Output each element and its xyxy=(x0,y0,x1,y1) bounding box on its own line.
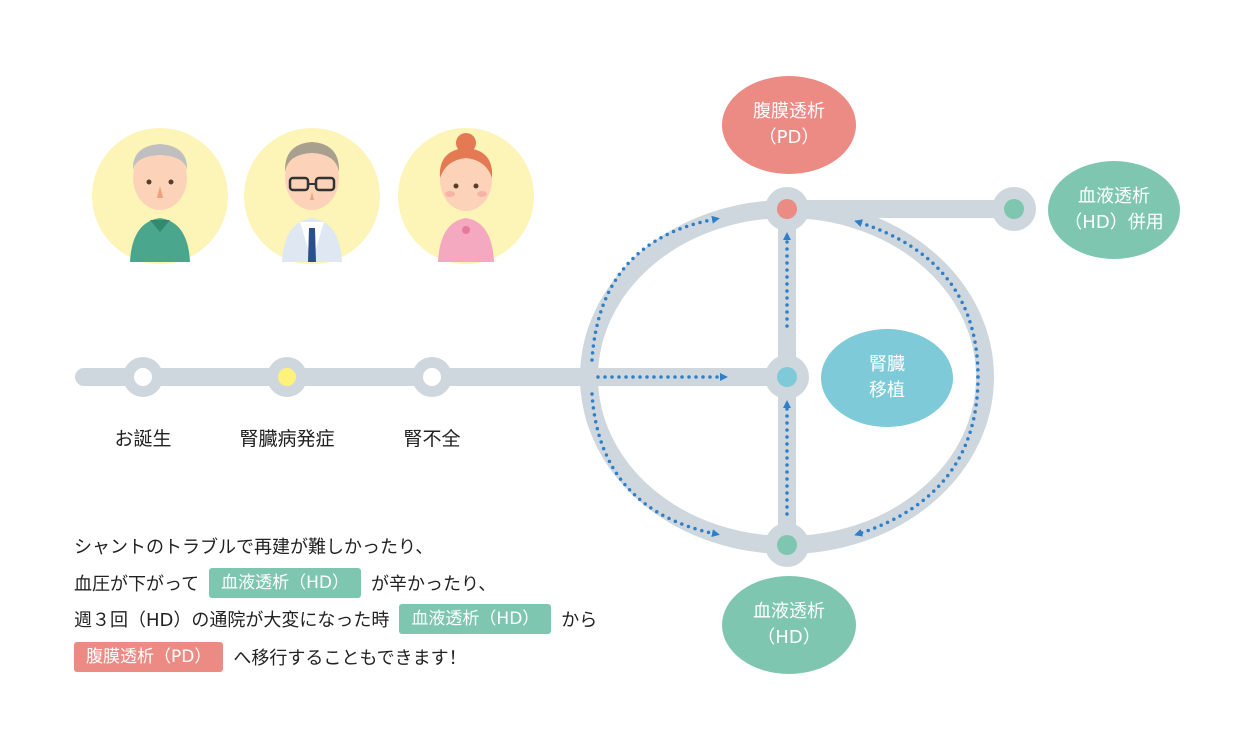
stage-label-birth: お誕生 xyxy=(114,428,172,450)
hd-combined-line2: （HD）併用 xyxy=(1064,212,1164,233)
pd-line2: （PD） xyxy=(758,127,820,148)
stage-label-renal-failure: 腎不全 xyxy=(403,428,461,450)
dotted-arrows xyxy=(590,215,980,538)
transplant-bubble: 腎臓 移植 xyxy=(821,329,953,427)
hd-line2: （HD） xyxy=(757,627,821,648)
text-line-1: シャントのトラブルで再建が難しかったり、 xyxy=(74,533,433,559)
arrow-combined-from-hd xyxy=(854,219,980,379)
arrow-up-to-pd xyxy=(590,215,720,362)
transplant-line1: 腎臓 xyxy=(869,354,905,375)
doctor-with-glasses-avatar xyxy=(244,128,380,264)
arrow-hd-to-combined xyxy=(854,375,980,537)
text-line-1-content: シャントのトラブルで再建が難しかったり、 xyxy=(74,537,434,558)
stage-dots xyxy=(123,357,452,397)
text-line-4: 腹膜透析（PD） へ移行することもできます！ xyxy=(74,642,467,672)
text-line-3-b: から xyxy=(561,610,598,631)
transplant-line2: 移植 xyxy=(869,380,905,401)
text-line-4-b: へ移行することもできます！ xyxy=(233,648,467,669)
pd-line1: 腹膜透析 xyxy=(753,101,825,122)
pd-tag: 腹膜透析（PD） xyxy=(74,642,224,672)
hd-bubble: 血液透析 （HD） xyxy=(722,576,856,674)
junction-dots xyxy=(765,187,1036,567)
hd-line1: 血液透析 xyxy=(753,601,825,622)
text-line-2-a: 血圧が下がって xyxy=(74,574,200,595)
text-line-3: 週３回（HD）の通院が大変になった時 血液透析（HD） から xyxy=(74,604,597,634)
text-line-2-b: が辛かったり、 xyxy=(370,574,497,595)
hd-tag: 血液透析（HD） xyxy=(209,568,361,598)
hd-combined-bubble: 血液透析 （HD）併用 xyxy=(1048,161,1180,259)
hd-combined-line1: 血液透析 xyxy=(1078,186,1150,207)
hd-tag: 血液透析（HD） xyxy=(399,604,552,634)
arrow-down-to-hd xyxy=(590,392,720,538)
text-line-3-a: 週３回（HD）の通院が大変になった時 xyxy=(74,610,390,631)
pd-bubble: 腹膜透析 （PD） xyxy=(722,76,856,174)
text-line-2: 血圧が下がって 血液透析（HD） が辛かったり、 xyxy=(74,568,496,598)
nurse-avatar xyxy=(398,128,534,264)
stage-label-onset: 腎臓病発症 xyxy=(239,428,335,450)
elderly-man-avatar xyxy=(92,128,228,264)
